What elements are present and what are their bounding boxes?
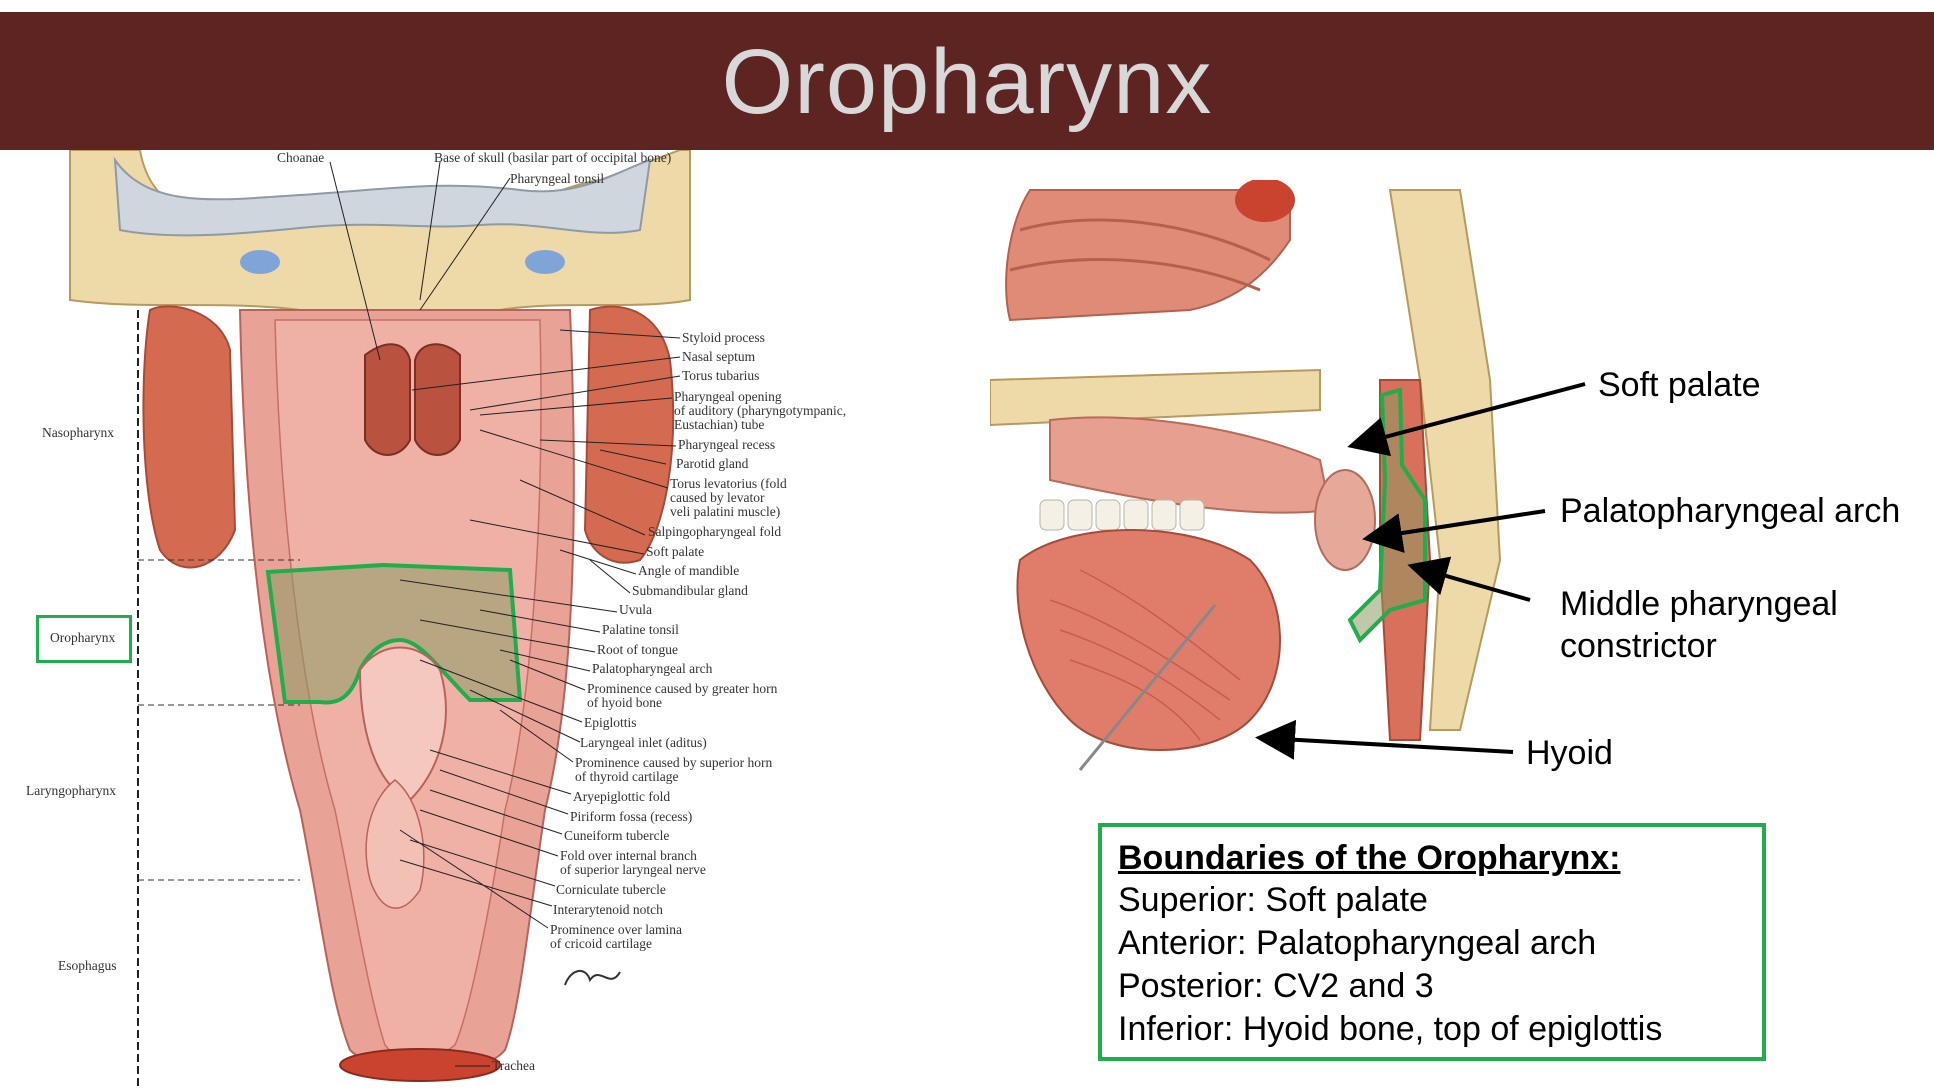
label-pharyngeal-opening-2: of auditory (pharyngotympanic, [674, 403, 847, 418]
label-trachea: Trachea [492, 1058, 535, 1073]
label-piriform-fossa: Piriform fossa (recess) [570, 809, 693, 824]
label-pharyngeal-opening-1: Pharyngeal opening [674, 389, 782, 404]
label-greater-horn-1: Prominence caused by greater horn [587, 681, 778, 696]
annotation-constrictor: constrictor [1560, 627, 1717, 665]
label-uvula: Uvula [619, 602, 652, 617]
region-label-esophagus: Esophagus [58, 958, 117, 973]
label-palatine-tonsil: Palatine tonsil [602, 622, 679, 637]
label-choanae: Choanae [277, 150, 325, 165]
annotation-palatopharyngeal-arch: Palatopharyngeal arch [1560, 492, 1901, 530]
label-torus-tubarius: Torus tubarius [682, 368, 760, 383]
label-greater-horn-2: of hyoid bone [587, 695, 662, 710]
label-soft-palate: Soft palate [646, 544, 705, 559]
label-styloid-process: Styloid process [682, 330, 765, 345]
label-nasal-septum: Nasal septum [682, 349, 756, 364]
oropharynx-highlight-box [36, 615, 132, 663]
label-root-of-tongue: Root of tongue [597, 642, 678, 657]
label-corniculate-tubercle: Corniculate tubercle [556, 882, 666, 897]
boundary-superior: Superior: Soft palate [1118, 881, 1428, 919]
label-superior-horn-2: of thyroid cartilage [575, 769, 679, 784]
region-label-laryngopharynx: Laryngopharynx [26, 783, 116, 798]
boundaries-heading: Boundaries of the Oropharynx: [1118, 839, 1621, 877]
label-epiglottis: Epiglottis [584, 715, 637, 730]
label-angle-of-mandible: Angle of mandible [638, 563, 740, 578]
label-pharyngeal-opening-3: Eustachian) tube [674, 417, 765, 432]
pharynx-sagittal-illustration [990, 180, 1550, 780]
label-interarytenoid-notch: Interarytenoid notch [553, 902, 663, 917]
pharynx-posterior-illustration [69, 150, 691, 1088]
label-superior-horn-1: Prominence caused by superior horn [575, 755, 773, 770]
slide-title: Oropharynx [721, 31, 1213, 133]
label-base-of-skull: Base of skull (basilar part of occipital… [434, 150, 672, 165]
label-pharyngeal-recess: Pharyngeal recess [678, 437, 776, 452]
boundary-anterior: Anterior: Palatopharyngeal arch [1118, 924, 1597, 962]
annotation-hyoid: Hyoid [1526, 734, 1613, 772]
label-torus-levatorius-3: veli palatini muscle) [670, 504, 781, 519]
label-prominence-over-lamina-1: Prominence over lamina [550, 922, 682, 937]
boundaries-box: Boundaries of the Oropharynx: Superior: … [1098, 823, 1766, 1061]
label-aryepiglottic-fold: Aryepiglottic fold [573, 789, 671, 804]
annotation-middle-pharyngeal: Middle pharyngeal [1560, 585, 1838, 623]
label-salpingopharyngeal-fold: Salpingopharyngeal fold [648, 524, 782, 539]
region-label-nasopharynx: Nasopharynx [42, 425, 114, 440]
region-label-oropharynx: Oropharynx [50, 630, 116, 645]
label-submandibular-gland: Submandibular gland [632, 583, 748, 598]
annotation-soft-palate: Soft palate [1598, 366, 1761, 404]
label-cuneiform-tubercle: Cuneiform tubercle [564, 828, 670, 843]
label-parotid-gland: Parotid gland [676, 456, 749, 471]
label-prominence-over-lamina-2: of cricoid cartilage [550, 936, 652, 951]
label-pharyngeal-tonsil: Pharyngeal tonsil [510, 171, 605, 186]
boundary-inferior: Inferior: Hyoid bone, top of epiglottis [1118, 1010, 1663, 1048]
boundary-posterior: Posterior: CV2 and 3 [1118, 967, 1434, 1005]
label-fold-over-internal-branch-1: Fold over internal branch [560, 848, 697, 863]
label-torus-levatorius-1: Torus levatorius (fold [670, 476, 787, 491]
label-laryngeal-inlet: Laryngeal inlet (aditus) [580, 735, 707, 750]
title-bar: Oropharynx [0, 12, 1934, 150]
label-fold-over-internal-branch-2: of superior laryngeal nerve [560, 862, 706, 877]
label-torus-levatorius-2: caused by levator [670, 490, 765, 505]
label-palatopharyngeal-arch: Palatopharyngeal arch [592, 661, 713, 676]
